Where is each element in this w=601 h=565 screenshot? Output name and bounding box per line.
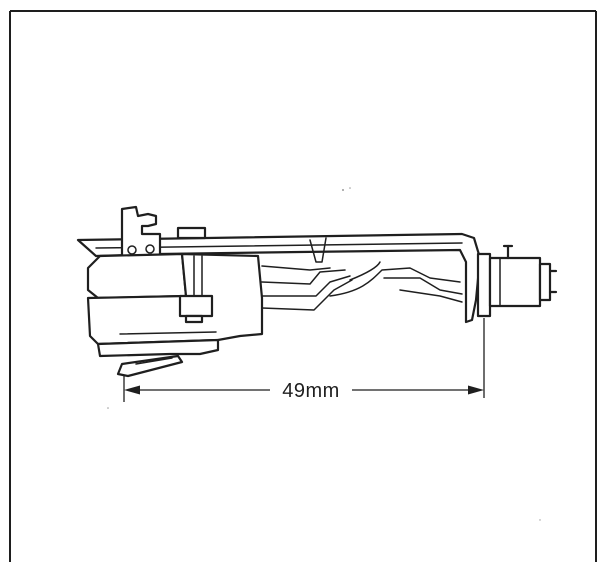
headshell [76,205,482,324]
scan-specks [107,187,541,521]
tonearm-connector [476,244,558,318]
lead-wires [261,261,463,311]
cartridge-body [86,252,264,378]
frame-border [9,10,597,562]
dimension-label: 49mm [282,380,340,402]
dimension-49mm: 49mm [123,318,485,402]
